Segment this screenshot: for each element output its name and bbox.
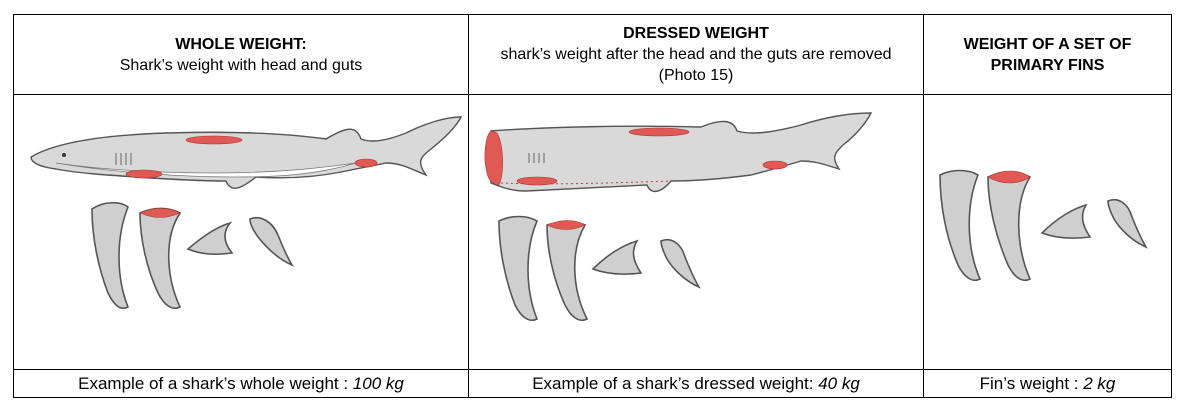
fin-weight-title: WEIGHT OF A SET OF PRIMARY FINS xyxy=(924,34,1171,76)
dressed-dorsal-cut-mark xyxy=(629,128,689,136)
footer-row: Example of a shark’s whole weight : 100 … xyxy=(14,370,1172,398)
whole-weight-description: Shark’s weight with head and guts xyxy=(14,55,468,76)
dressed-weight-description: shark’s weight after the head and the gu… xyxy=(469,44,923,86)
dressed-shark-cell xyxy=(469,95,924,370)
whole-dorsal-cut-mark xyxy=(186,136,242,144)
whole-weight-title: WHOLE WEIGHT: xyxy=(14,34,468,55)
primary-fins-cell xyxy=(924,95,1172,370)
weights-comparison-table: WHOLE WEIGHT: Shark’s weight with head a… xyxy=(13,14,1172,398)
header-fin-weight: WEIGHT OF A SET OF PRIMARY FINS xyxy=(924,15,1172,95)
dressed-weight-example-label: Example of a shark’s dressed weight: xyxy=(532,374,818,393)
dressed-loose-fins xyxy=(499,217,699,321)
header-whole-weight: WHOLE WEIGHT: Shark’s weight with head a… xyxy=(14,15,469,95)
whole-shark-illustration xyxy=(16,97,466,367)
dressed-weight-example-value: 40 kg xyxy=(818,374,860,393)
fin-weight-example-value: 2 kg xyxy=(1083,374,1115,393)
header-dressed-weight: DRESSED WEIGHT shark’s weight after the … xyxy=(469,15,924,95)
fin-weight-example-label: Fin’s weight : xyxy=(980,374,1084,393)
whole-shark-body xyxy=(31,117,461,188)
whole-weight-example-label: Example of a shark’s whole weight : xyxy=(78,374,353,393)
dressed-pectoral-cut-mark xyxy=(517,177,557,185)
dressed-caudal-cut-mark xyxy=(763,161,787,169)
primary-fins-set xyxy=(940,171,1146,281)
whole-caudal-cut-mark xyxy=(355,159,377,167)
whole-loose-fins xyxy=(92,203,292,309)
dressed-weight-title: DRESSED WEIGHT xyxy=(469,23,923,44)
whole-weight-example-value: 100 kg xyxy=(353,374,404,393)
primary-fins-illustration xyxy=(926,97,1170,367)
dressed-head-cut-mark xyxy=(485,131,503,185)
dressed-shark-illustration xyxy=(471,97,921,367)
footer-whole-weight: Example of a shark’s whole weight : 100 … xyxy=(14,370,469,398)
illustration-row xyxy=(14,95,1172,370)
whole-pectoral-cut-mark xyxy=(126,170,162,178)
whole-shark-cell xyxy=(14,95,469,370)
footer-dressed-weight: Example of a shark’s dressed weight: 40 … xyxy=(469,370,924,398)
footer-fin-weight: Fin’s weight : 2 kg xyxy=(924,370,1172,398)
header-row: WHOLE WEIGHT: Shark’s weight with head a… xyxy=(14,15,1172,95)
